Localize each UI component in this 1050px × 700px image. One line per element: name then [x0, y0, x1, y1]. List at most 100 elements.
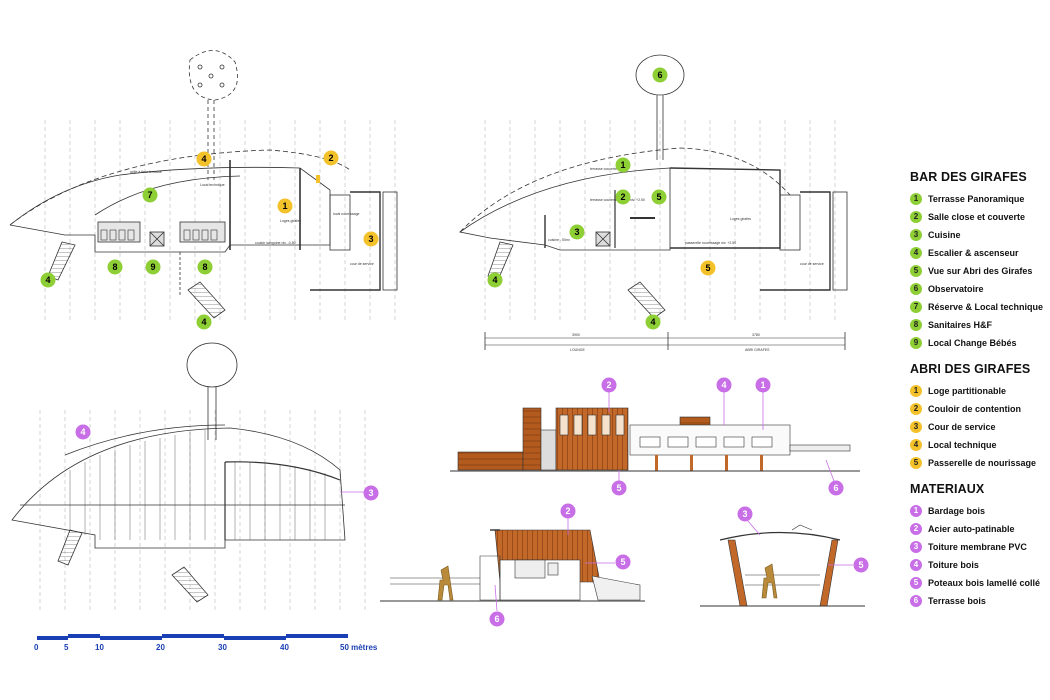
plan1-label: couloir sanguine niv. -0.50 [255, 241, 296, 245]
number-badge: 6 [910, 595, 922, 607]
section-drawing-1 [380, 529, 645, 602]
legend-item-label: Cour de service [928, 422, 996, 432]
plan1-label: local nourrissage [333, 212, 360, 216]
svg-text:3: 3 [574, 227, 579, 237]
plan2-dim: 3900 [572, 333, 580, 337]
svg-text:4: 4 [201, 317, 206, 327]
svg-text:3: 3 [742, 509, 747, 519]
svg-text:4: 4 [201, 154, 206, 164]
scale-tick-label: 20 [156, 643, 165, 652]
plan2-label: cuisine - 50m² [548, 238, 571, 242]
marker-elev-2: 2 [601, 377, 617, 412]
section-drawing-2 [700, 524, 865, 607]
svg-text:9: 9 [150, 262, 155, 272]
marker-sec2-3: 3 [737, 506, 761, 536]
marker-sec1-6: 6 [489, 584, 505, 627]
number-badge: 3 [910, 541, 922, 553]
svg-text:6: 6 [657, 70, 662, 80]
scale-tick-label: 30 [218, 643, 227, 652]
plan1-label: cour de service [350, 262, 374, 266]
plan-upper-floor [459, 54, 848, 350]
svg-text:3: 3 [368, 234, 373, 244]
number-badge: 2 [910, 523, 922, 535]
legend-item-label: Couloir de contention [928, 404, 1021, 414]
number-badge: 8 [910, 319, 922, 331]
marker-sec1-5: 5 [585, 554, 631, 570]
svg-text:1: 1 [282, 201, 287, 211]
marker-elev-1: 1 [755, 377, 771, 430]
marker-plan2-4b: 4 [645, 314, 661, 330]
marker-plan1-4a: 4 [196, 151, 212, 167]
scale-tick-label: 40 [280, 643, 289, 652]
number-badge: 4 [910, 559, 922, 571]
legend-item: 2 Couloir de contention [910, 400, 1045, 418]
number-badge: 7 [910, 301, 922, 313]
marker-plan1-4b: 4 [40, 272, 56, 288]
svg-text:2: 2 [328, 153, 333, 163]
marker-plan2-3: 3 [569, 224, 585, 240]
marker-plan1-4c: 4 [196, 314, 212, 330]
marker-roof-4: 4 [75, 424, 91, 440]
legend-item-label: Bardage bois [928, 506, 986, 516]
scale-tick-label: 5 [64, 643, 69, 652]
legend-item: 8 Sanitaires H&F [910, 316, 1045, 334]
marker-plan1-7: 7 [142, 187, 158, 203]
scale-tick-label: 0 [34, 643, 39, 652]
svg-text:2: 2 [565, 506, 570, 516]
marker-plan1-3: 3 [363, 231, 379, 247]
svg-text:4: 4 [721, 380, 726, 390]
legend-item-label: Local Change Bébés [928, 338, 1017, 348]
legend-item-label: Acier auto-patinable [928, 524, 1015, 534]
marker-elev-5: 5 [611, 470, 627, 496]
svg-text:1: 1 [760, 380, 765, 390]
legend-item-label: Poteaux bois lamellé collé [928, 578, 1041, 588]
marker-plan2-4a: 4 [487, 272, 503, 288]
number-badge: 3 [910, 421, 922, 433]
legend-item-label: Sanitaires H&F [928, 320, 993, 330]
svg-text:7: 7 [147, 190, 152, 200]
marker-plan1-1: 1 [277, 198, 293, 214]
plan2-label: cour de service [800, 262, 824, 266]
marker-plan2-1: 1 [615, 157, 631, 173]
svg-text:8: 8 [202, 262, 207, 272]
scale-tick-label: 50 mètres [340, 643, 378, 652]
plan2-dim: ABRI GIRAFES [745, 348, 770, 352]
marker-elev-6: 6 [825, 459, 844, 496]
number-badge: 4 [910, 439, 922, 451]
marker-plan2-2: 2 [615, 189, 631, 205]
number-badge: 3 [910, 229, 922, 241]
plan2-dim: LOUNGE [570, 348, 585, 352]
number-badge: 6 [910, 283, 922, 295]
svg-text:6: 6 [494, 614, 499, 624]
number-badge: 2 [910, 403, 922, 415]
marker-sec2-5: 5 [828, 557, 869, 573]
svg-text:4: 4 [492, 275, 497, 285]
plan-markers: 4 2 7 1 3 4 8 9 8 4 6 1 2 5 3 5 4 4 4 3 … [40, 67, 869, 627]
svg-text:5: 5 [705, 263, 710, 273]
legend-item-label: Terrasse Panoramique [928, 194, 1025, 204]
number-badge: 5 [910, 265, 922, 277]
marker-plan2-5g: 5 [651, 189, 667, 205]
marker-plan1-8a: 8 [107, 259, 123, 275]
svg-text:4: 4 [45, 275, 50, 285]
legend-item-label: Cuisine [928, 230, 961, 240]
svg-text:4: 4 [80, 427, 85, 437]
number-badge: 1 [910, 385, 922, 397]
plan1-label: grille à fleur terrasse [130, 170, 162, 174]
marker-elev-4: 4 [716, 377, 732, 425]
marker-plan2-6: 6 [652, 67, 668, 83]
